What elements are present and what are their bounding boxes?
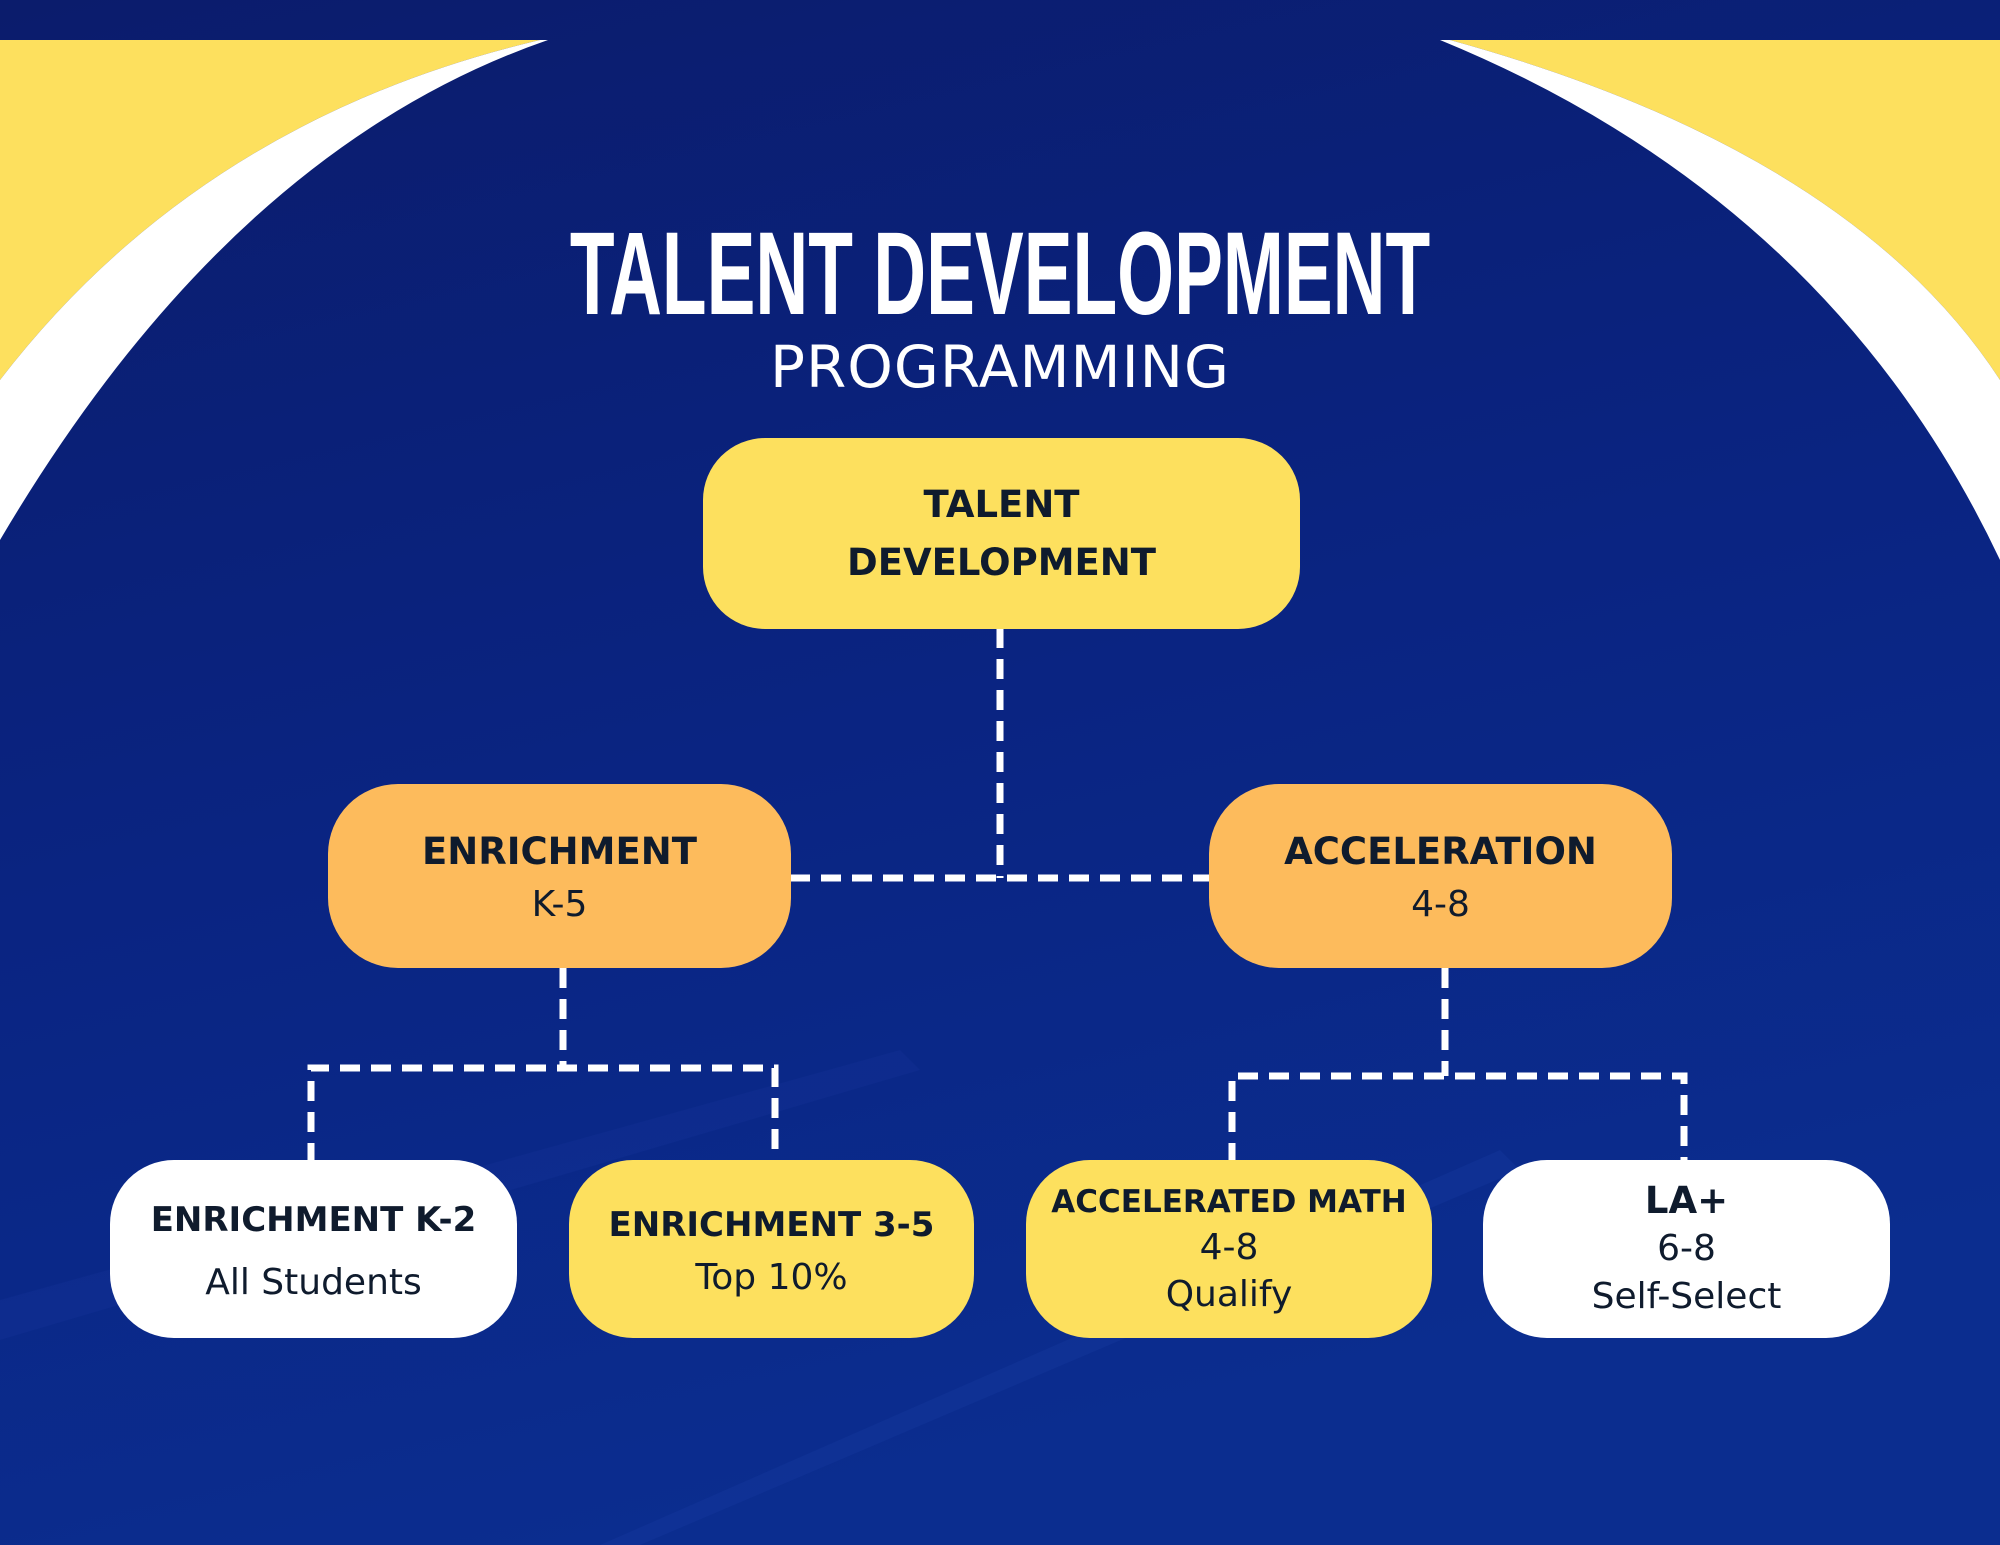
node-talent-development-line1: TALENT xyxy=(923,482,1080,526)
node-la-plus-title: LA+ xyxy=(1644,1179,1729,1222)
page-title: TALENT DEVELOPMENT xyxy=(569,208,1431,340)
node-enrichment-grades: K-5 xyxy=(531,884,588,925)
node-enrichment-k2-detail: All Students xyxy=(205,1262,422,1303)
node-accelerated-math-grades: 4-8 xyxy=(1199,1227,1259,1268)
node-enrichment-title: ENRICHMENT xyxy=(422,830,697,873)
node-enrichment-3-5-detail: Top 10% xyxy=(695,1257,848,1298)
node-talent-development: TALENT DEVELOPMENT xyxy=(703,438,1300,629)
node-talent-development-line2: DEVELOPMENT xyxy=(846,540,1157,584)
node-la-plus: LA+ 6-8 Self-Select xyxy=(1483,1160,1890,1338)
node-la-plus-grades: 6-8 xyxy=(1657,1228,1716,1269)
node-acceleration: ACCELERATION 4-8 xyxy=(1209,784,1672,968)
corner-decoration-left xyxy=(0,40,540,380)
node-enrichment-k2-title: ENRICHMENT K-2 xyxy=(150,1200,477,1240)
node-accelerated-math-detail: Qualify xyxy=(1165,1274,1293,1315)
node-enrichment-k2: ENRICHMENT K-2 All Students xyxy=(110,1160,517,1338)
node-accelerated-math: ACCELERATED MATH 4-8 Qualify xyxy=(1026,1160,1432,1338)
node-enrichment: ENRICHMENT K-5 xyxy=(328,784,791,968)
node-enrichment-3-5: ENRICHMENT 3-5 Top 10% xyxy=(569,1160,974,1338)
node-acceleration-grades: 4-8 xyxy=(1411,884,1470,925)
node-enrichment-3-5-title: ENRICHMENT 3-5 xyxy=(608,1205,935,1245)
corner-decoration-right xyxy=(1450,40,2000,380)
node-accelerated-math-title: ACCELERATED MATH xyxy=(1051,1184,1407,1220)
page-subtitle: PROGRAMMING xyxy=(769,333,1231,401)
node-acceleration-title: ACCELERATION xyxy=(1284,830,1597,873)
node-la-plus-detail: Self-Select xyxy=(1591,1276,1782,1317)
